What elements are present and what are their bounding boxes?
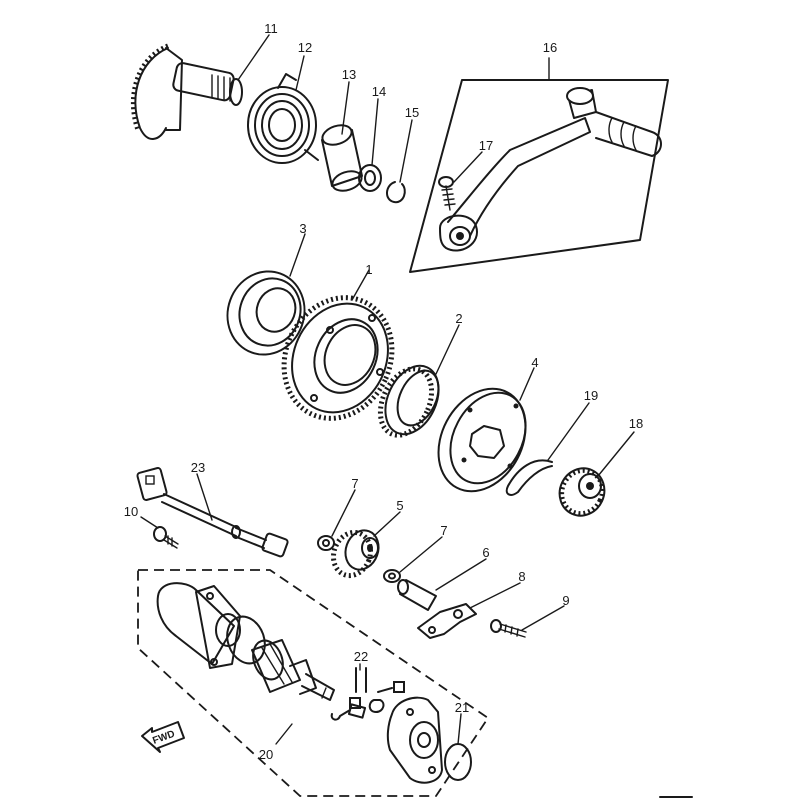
callout-labels: 1 2 3 4 5 6 7 7 8 9 10 11 12 13 14 15 16… [124,21,643,762]
part-pinch-bolt [438,176,456,211]
callout-22: 22 [354,649,368,664]
leader-lines [140,34,635,745]
part-one-way-clutch [377,364,440,438]
part-kick-crank [439,87,662,252]
part-clip-19 [505,459,553,496]
part-brush-set [330,667,405,721]
part-collar [321,124,363,192]
fwd-arrow-icon: FWD [141,721,185,753]
part-idler-shaft [397,579,437,611]
callout-17: 17 [479,138,493,153]
callout-19: 19 [584,388,598,403]
part-kick-shaft [130,43,243,140]
callout-11: 11 [264,21,278,36]
part-washer-14 [358,164,382,192]
part-washer-7-upper [317,535,335,551]
callout-18: 18 [629,416,643,431]
callout-8: 8 [518,569,525,584]
callout-1: 1 [365,262,372,277]
callout-10: 10 [124,504,138,519]
part-torsion-spring [247,73,319,164]
callout-7b: 7 [440,523,447,538]
callout-2: 2 [455,311,462,326]
callout-5: 5 [396,498,403,513]
callout-3: 3 [299,221,306,236]
part-idler-gear [330,529,380,579]
part-starter-end-cover [386,696,443,784]
callout-6: 6 [482,545,489,560]
callout-9: 9 [562,593,569,608]
part-washer-7-lower [383,569,401,583]
starter-motor-assembly-box [137,569,490,797]
callout-20: 20 [259,747,273,762]
part-bolt-10 [153,526,179,549]
callout-13: 13 [342,67,356,82]
part-armature [251,639,335,701]
kick-crank-assembly-box [409,79,669,273]
callout-14: 14 [372,84,386,99]
callout-15: 15 [405,105,419,120]
part-starter-motor-housing [156,582,241,669]
part-circlip-15 [386,181,406,204]
part-screw-9 [490,619,527,638]
callout-23: 23 [191,460,205,475]
part-starter-wheel-gear [281,295,395,421]
part-drive-gear [558,467,606,517]
part-plate [417,603,477,639]
part-starter-clutch [437,387,527,493]
part-lead-wire [136,467,289,558]
callout-12: 12 [298,40,312,55]
callout-16: 16 [543,40,557,55]
part-oil-seal [226,270,306,356]
callout-4: 4 [531,355,538,370]
callout-7a: 7 [351,476,358,491]
callout-21: 21 [455,700,469,715]
